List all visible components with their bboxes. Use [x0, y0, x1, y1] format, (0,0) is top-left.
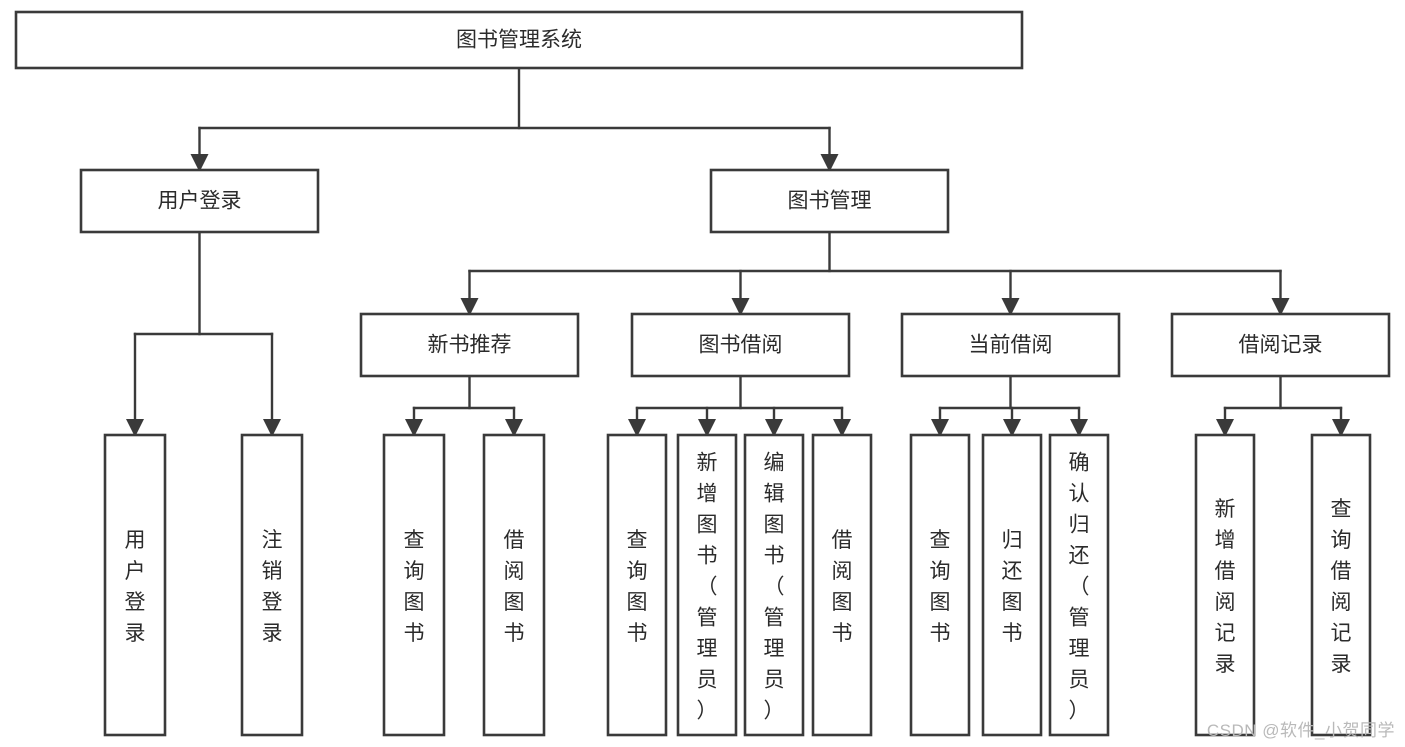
node-new-book-recommend[interactable]: 新书推荐 — [359, 312, 580, 378]
node-user-login[interactable]: 用户登录 — [79, 168, 320, 234]
node-label-book-manage: 图书管理 — [788, 190, 872, 213]
node-label-new-book-recommend: 新书推荐 — [428, 334, 512, 357]
node-label-book-borrow: 图书借阅 — [699, 334, 783, 357]
node-leaf-query-book-borrow[interactable]: 查询图书 — [606, 433, 668, 737]
node-label-leaf-borrow-book-rec: 借阅图书 — [504, 529, 525, 645]
node-label-borrow-record: 借阅记录 — [1239, 334, 1323, 357]
node-leaf-logout[interactable]: 注销登录 — [240, 433, 304, 737]
node-label-leaf-add-record: 新增借阅记录 — [1215, 498, 1236, 676]
node-label-user-login: 用户登录 — [158, 190, 242, 213]
node-label-leaf-query-book-rec: 查询图书 — [404, 529, 425, 645]
node-label-current-borrow: 当前借阅 — [969, 334, 1053, 357]
node-label-leaf-confirm-return: 确认归还（管理员） — [1069, 452, 1090, 723]
node-leaf-add-book[interactable]: 新增图书（管理员） — [676, 433, 738, 737]
node-box-leaf-edit-book — [743, 433, 805, 737]
watermark-text: CSDN @软件_小贺同学 — [1206, 721, 1395, 740]
node-leaf-query-book-cur[interactable]: 查询图书 — [909, 433, 971, 737]
node-label-leaf-logout: 注销登录 — [262, 529, 283, 645]
node-box-leaf-add-record — [1194, 433, 1256, 737]
node-book-borrow[interactable]: 图书借阅 — [630, 312, 851, 378]
node-box-book-borrow — [630, 312, 851, 378]
node-box-borrow-record — [1170, 312, 1391, 378]
node-box-user-login — [79, 168, 320, 234]
node-leaf-query-book-rec[interactable]: 查询图书 — [382, 433, 446, 737]
node-label-leaf-borrow-book: 借阅图书 — [832, 529, 853, 645]
node-leaf-return-book[interactable]: 归还图书 — [981, 433, 1043, 737]
node-leaf-borrow-book[interactable]: 借阅图书 — [811, 433, 873, 737]
node-box-leaf-return-book — [981, 433, 1043, 737]
node-box-leaf-add-book — [676, 433, 738, 737]
node-label-leaf-add-book: 新增图书（管理员） — [697, 452, 718, 723]
node-borrow-record[interactable]: 借阅记录 — [1170, 312, 1391, 378]
node-leaf-edit-book[interactable]: 编辑图书（管理员） — [743, 433, 805, 737]
node-leaf-add-record[interactable]: 新增借阅记录 — [1194, 433, 1256, 737]
node-current-borrow[interactable]: 当前借阅 — [900, 312, 1121, 378]
node-box-leaf-logout — [240, 433, 304, 737]
connector-layer — [126, 66, 1350, 437]
node-box-book-manage — [709, 168, 950, 234]
node-box-leaf-borrow-book — [811, 433, 873, 737]
node-box-root — [14, 10, 1024, 70]
node-root[interactable]: 图书管理系统 — [14, 10, 1024, 70]
node-label-leaf-query-book-cur: 查询图书 — [930, 529, 951, 645]
node-label-leaf-user-login: 用户登录 — [125, 529, 146, 645]
node-layer: 图书管理系统用户登录图书管理新书推荐图书借阅当前借阅借阅记录用户登录注销登录查询… — [14, 10, 1391, 737]
node-book-manage[interactable]: 图书管理 — [709, 168, 950, 234]
node-label-root: 图书管理系统 — [456, 29, 582, 52]
node-leaf-confirm-return[interactable]: 确认归还（管理员） — [1048, 433, 1110, 737]
node-label-leaf-query-record: 查询借阅记录 — [1331, 498, 1352, 676]
node-label-leaf-return-book: 归还图书 — [1002, 529, 1023, 645]
node-leaf-query-record[interactable]: 查询借阅记录 — [1310, 433, 1372, 737]
node-box-leaf-confirm-return — [1048, 433, 1110, 737]
node-box-leaf-query-book-cur — [909, 433, 971, 737]
node-leaf-borrow-book-rec[interactable]: 借阅图书 — [482, 433, 546, 737]
node-box-leaf-borrow-book-rec — [482, 433, 546, 737]
node-label-leaf-query-book-borrow: 查询图书 — [627, 529, 648, 645]
node-box-current-borrow — [900, 312, 1121, 378]
node-leaf-user-login[interactable]: 用户登录 — [103, 433, 167, 737]
node-label-leaf-edit-book: 编辑图书（管理员） — [764, 452, 785, 723]
node-box-leaf-query-book-borrow — [606, 433, 668, 737]
node-box-leaf-user-login — [103, 433, 167, 737]
node-box-leaf-query-book-rec — [382, 433, 446, 737]
node-box-new-book-recommend — [359, 312, 580, 378]
node-box-leaf-query-record — [1310, 433, 1372, 737]
